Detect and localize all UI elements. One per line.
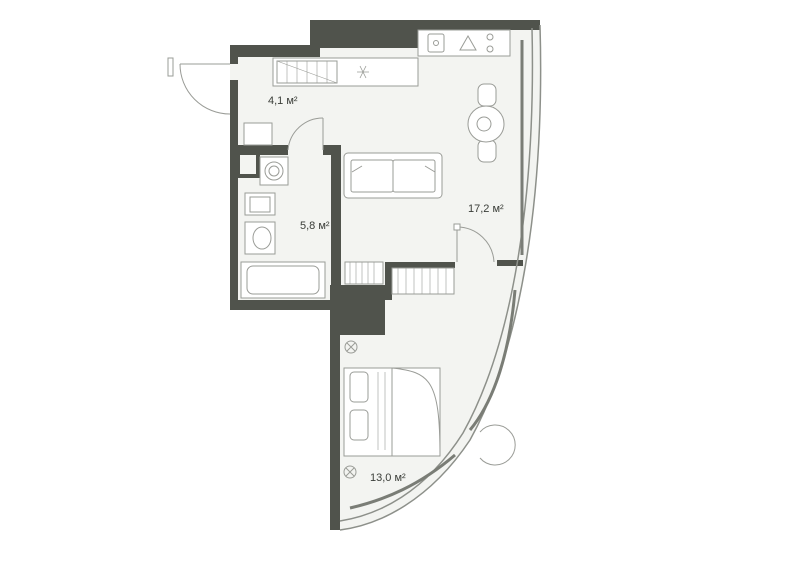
toilet-icon [244, 192, 276, 216]
bed-icon [343, 367, 441, 457]
dining-table-icon [467, 83, 505, 163]
living-room-door [453, 223, 495, 263]
stove-icon [459, 33, 494, 53]
walls [230, 20, 540, 530]
bathroom-door [287, 117, 324, 151]
bathroom-area-label: 5,8 м² [300, 220, 330, 232]
sofa-icon [343, 152, 443, 199]
living-room-area-label: 17,2 м² [468, 203, 504, 215]
plant-icon [344, 340, 358, 354]
sink-icon [244, 221, 276, 255]
shelving [344, 261, 455, 295]
bedroom-area-label: 13,0 м² [370, 472, 406, 484]
bathroom-fixtures [240, 156, 326, 299]
facade-glazing [339, 24, 542, 531]
balcony [479, 424, 516, 466]
hallway-area-label: 4,1 м² [268, 95, 298, 107]
washer-icon [259, 156, 289, 186]
snowflake-icon [357, 65, 369, 79]
entrance-door [167, 57, 231, 115]
bathtub-icon [240, 261, 326, 299]
kitchen-counter [272, 29, 511, 87]
plant-icon [343, 465, 357, 479]
sink-icon [427, 33, 445, 53]
wardrobe [243, 122, 273, 146]
